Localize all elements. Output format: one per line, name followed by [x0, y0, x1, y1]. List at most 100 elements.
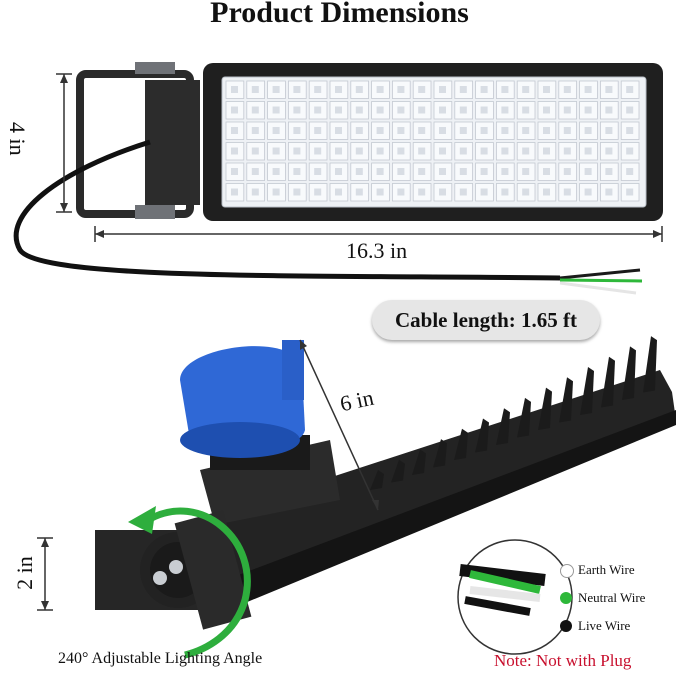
led-chip: [272, 127, 280, 134]
legend-live-wire-label: Live Wire: [578, 618, 631, 633]
wire-detail: [459, 564, 546, 616]
led-chip: [626, 168, 634, 175]
led-chip: [563, 106, 571, 114]
led-chip: [563, 127, 571, 134]
led-chip: [501, 147, 509, 155]
led-chip: [251, 86, 259, 93]
led-chip: [314, 147, 322, 155]
led-chip: [459, 106, 467, 114]
led-chip: [584, 106, 592, 114]
led-chip: [563, 168, 571, 175]
led-chip: [605, 86, 613, 93]
led-chip: [563, 86, 571, 93]
led-chip: [335, 86, 342, 93]
heat-sink-fin: [580, 367, 594, 415]
adjustable-angle-caption: 240° Adjustable Lighting Angle: [58, 650, 263, 667]
led-chip: [501, 106, 509, 114]
led-chip: [584, 86, 592, 93]
led-chip: [335, 106, 342, 114]
led-chip: [314, 86, 322, 93]
led-chip: [439, 147, 446, 155]
led-chip: [376, 106, 384, 114]
bottom-height-dimension-label: 2 in: [11, 556, 37, 590]
led-chip: [605, 168, 613, 175]
led-chip: [376, 168, 384, 175]
led-chip: [231, 106, 238, 114]
led-chip: [584, 188, 592, 196]
led-chip: [293, 147, 301, 155]
led-chip: [397, 147, 405, 155]
heat-sink-fin: [454, 428, 468, 460]
led-chip: [522, 86, 530, 93]
heat-sink-fin: [475, 418, 489, 453]
led-chip: [397, 188, 405, 196]
led-chip: [335, 168, 342, 175]
led-chip: [272, 106, 280, 114]
legend-earth-wire-label: Earth Wire: [578, 562, 635, 577]
led-chip: [251, 147, 259, 155]
led-chip: [397, 106, 405, 114]
led-chip: [480, 188, 488, 196]
led-chip: [231, 168, 238, 175]
neutral-wire-dot: [560, 592, 572, 604]
led-chip: [584, 168, 592, 175]
led-chip: [376, 86, 384, 93]
led-chip: [584, 127, 592, 134]
led-chip: [376, 127, 384, 134]
led-chip: [543, 147, 550, 155]
led-chip: [501, 127, 509, 134]
led-chip: [543, 168, 550, 175]
legend-live-wire: Live Wire: [560, 618, 631, 634]
led-chip: [314, 127, 322, 134]
led-chip: [418, 86, 426, 93]
led-chip: [626, 106, 634, 114]
led-chip: [397, 127, 405, 134]
led-chip: [605, 147, 613, 155]
legend-neutral-wire-label: Neutral Wire: [578, 590, 646, 605]
led-chip: [522, 127, 530, 134]
led-chip: [543, 127, 550, 134]
led-chip: [522, 188, 530, 196]
led-chip: [439, 188, 446, 196]
led-chip: [459, 188, 467, 196]
led-chip: [522, 147, 530, 155]
led-chip: [584, 147, 592, 155]
led-chip: [272, 188, 280, 196]
led-chip: [459, 127, 467, 134]
led-chip: [563, 147, 571, 155]
live-wire-dot: [560, 620, 572, 632]
led-chip: [355, 147, 363, 155]
led-chip: [522, 106, 530, 114]
led-chip: [563, 188, 571, 196]
legend-earth-wire: Earth Wire: [560, 562, 635, 578]
heat-sink-fin: [559, 377, 573, 423]
heat-sink-fin: [412, 449, 426, 475]
led-chip: [543, 188, 550, 196]
led-chip: [355, 168, 363, 175]
width-dimension-label: 16.3 in: [346, 238, 408, 263]
led-chip: [418, 147, 426, 155]
led-chip: [480, 147, 488, 155]
led-chip: [480, 127, 488, 134]
led-chip: [272, 168, 280, 175]
led-chip: [397, 168, 405, 175]
led-chip: [418, 127, 426, 134]
led-chip: [501, 188, 509, 196]
heat-sink-fin: [601, 356, 615, 408]
led-chip: [231, 86, 238, 93]
led-chip: [459, 86, 467, 93]
led-chip: [335, 127, 342, 134]
led-chip: [626, 147, 634, 155]
led-chip: [605, 127, 613, 134]
led-chip: [335, 147, 342, 155]
heat-sink-fin: [517, 397, 531, 438]
cable-length-badge: Cable length: 1.65 ft: [372, 300, 600, 340]
led-chip: [251, 188, 259, 196]
led-chip: [314, 106, 322, 114]
heat-sink-fin: [622, 346, 636, 400]
led-chip: [355, 106, 363, 114]
led-chip: [439, 86, 446, 93]
led-chip: [480, 106, 488, 114]
led-chip: [605, 106, 613, 114]
